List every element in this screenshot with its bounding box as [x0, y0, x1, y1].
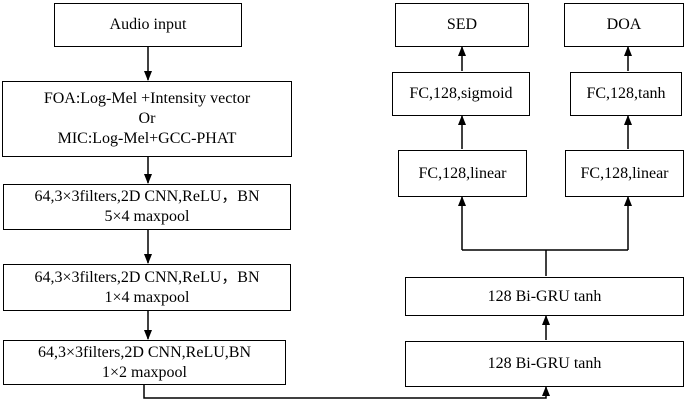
cnn-block-3: 64,3×3filters,2D CNN,ReLU,BN 1×2 maxpool: [3, 340, 286, 385]
doa-output-label: DOA: [606, 16, 642, 33]
sed-output-label: SED: [446, 16, 478, 33]
doa-tanh-fc-box: FC,128,tanh: [570, 72, 682, 116]
cnn-block-3-pool-label: 1×2 maxpool: [101, 363, 187, 381]
gru-block-1-label: 128 Bi-GRU tanh: [487, 355, 602, 372]
audio-input-box: Audio input: [54, 3, 242, 47]
sed-sigmoid-fc-box: FC,128,sigmoid: [392, 72, 530, 116]
feature-mic-label: MIC:Log-Mel+GCC-PHAT: [57, 130, 237, 147]
doa-linear-fc-label: FC,128,linear: [580, 164, 669, 182]
cnn-block-1-layer-label: 64,3×3filters,2D CNN,ReLU，BN: [34, 188, 260, 205]
doa-linear-fc-box: FC,128,linear: [565, 150, 684, 197]
gru-block-1: 128 Bi-GRU tanh: [405, 341, 684, 387]
gru-block-2: 128 Bi-GRU tanh: [405, 277, 684, 316]
sed-output-box: SED: [395, 3, 529, 47]
cnn-block-1: 64,3×3filters,2D CNN,ReLU，BN 5×4 maxpool: [3, 184, 291, 230]
cnn-block-2-layer-label: 64,3×3filters,2D CNN,ReLU，BN: [34, 268, 260, 286]
feature-extraction-box: FOA:Log-Mel +Intensity vector Or MIC:Log…: [2, 81, 292, 157]
cnn-block-2-pool-label: 1×4 maxpool: [104, 288, 190, 306]
cnn-block-2: 64,3×3filters,2D CNN,ReLU，BN 1×4 maxpool: [3, 264, 291, 311]
sed-linear-fc-label: FC,128,linear: [418, 164, 507, 182]
arrow-cnn3-to-gru1: [143, 385, 550, 399]
doa-tanh-fc-label: FC,128,tanh: [586, 85, 666, 102]
feature-or-label: Or: [138, 110, 156, 127]
audio-input-label: Audio input: [109, 16, 187, 33]
cnn-block-3-layer-label: 64,3×3filters,2D CNN,ReLU,BN: [37, 343, 251, 361]
gru-block-2-label: 128 Bi-GRU tanh: [487, 287, 602, 305]
feature-foa-label: FOA:Log-Mel +Intensity vector: [43, 90, 251, 107]
doa-output-box: DOA: [564, 3, 684, 47]
cnn-block-1-pool-label: 5×4 maxpool: [104, 208, 190, 225]
sed-sigmoid-fc-label: FC,128,sigmoid: [409, 85, 513, 102]
sed-linear-fc-box: FC,128,linear: [398, 150, 527, 197]
